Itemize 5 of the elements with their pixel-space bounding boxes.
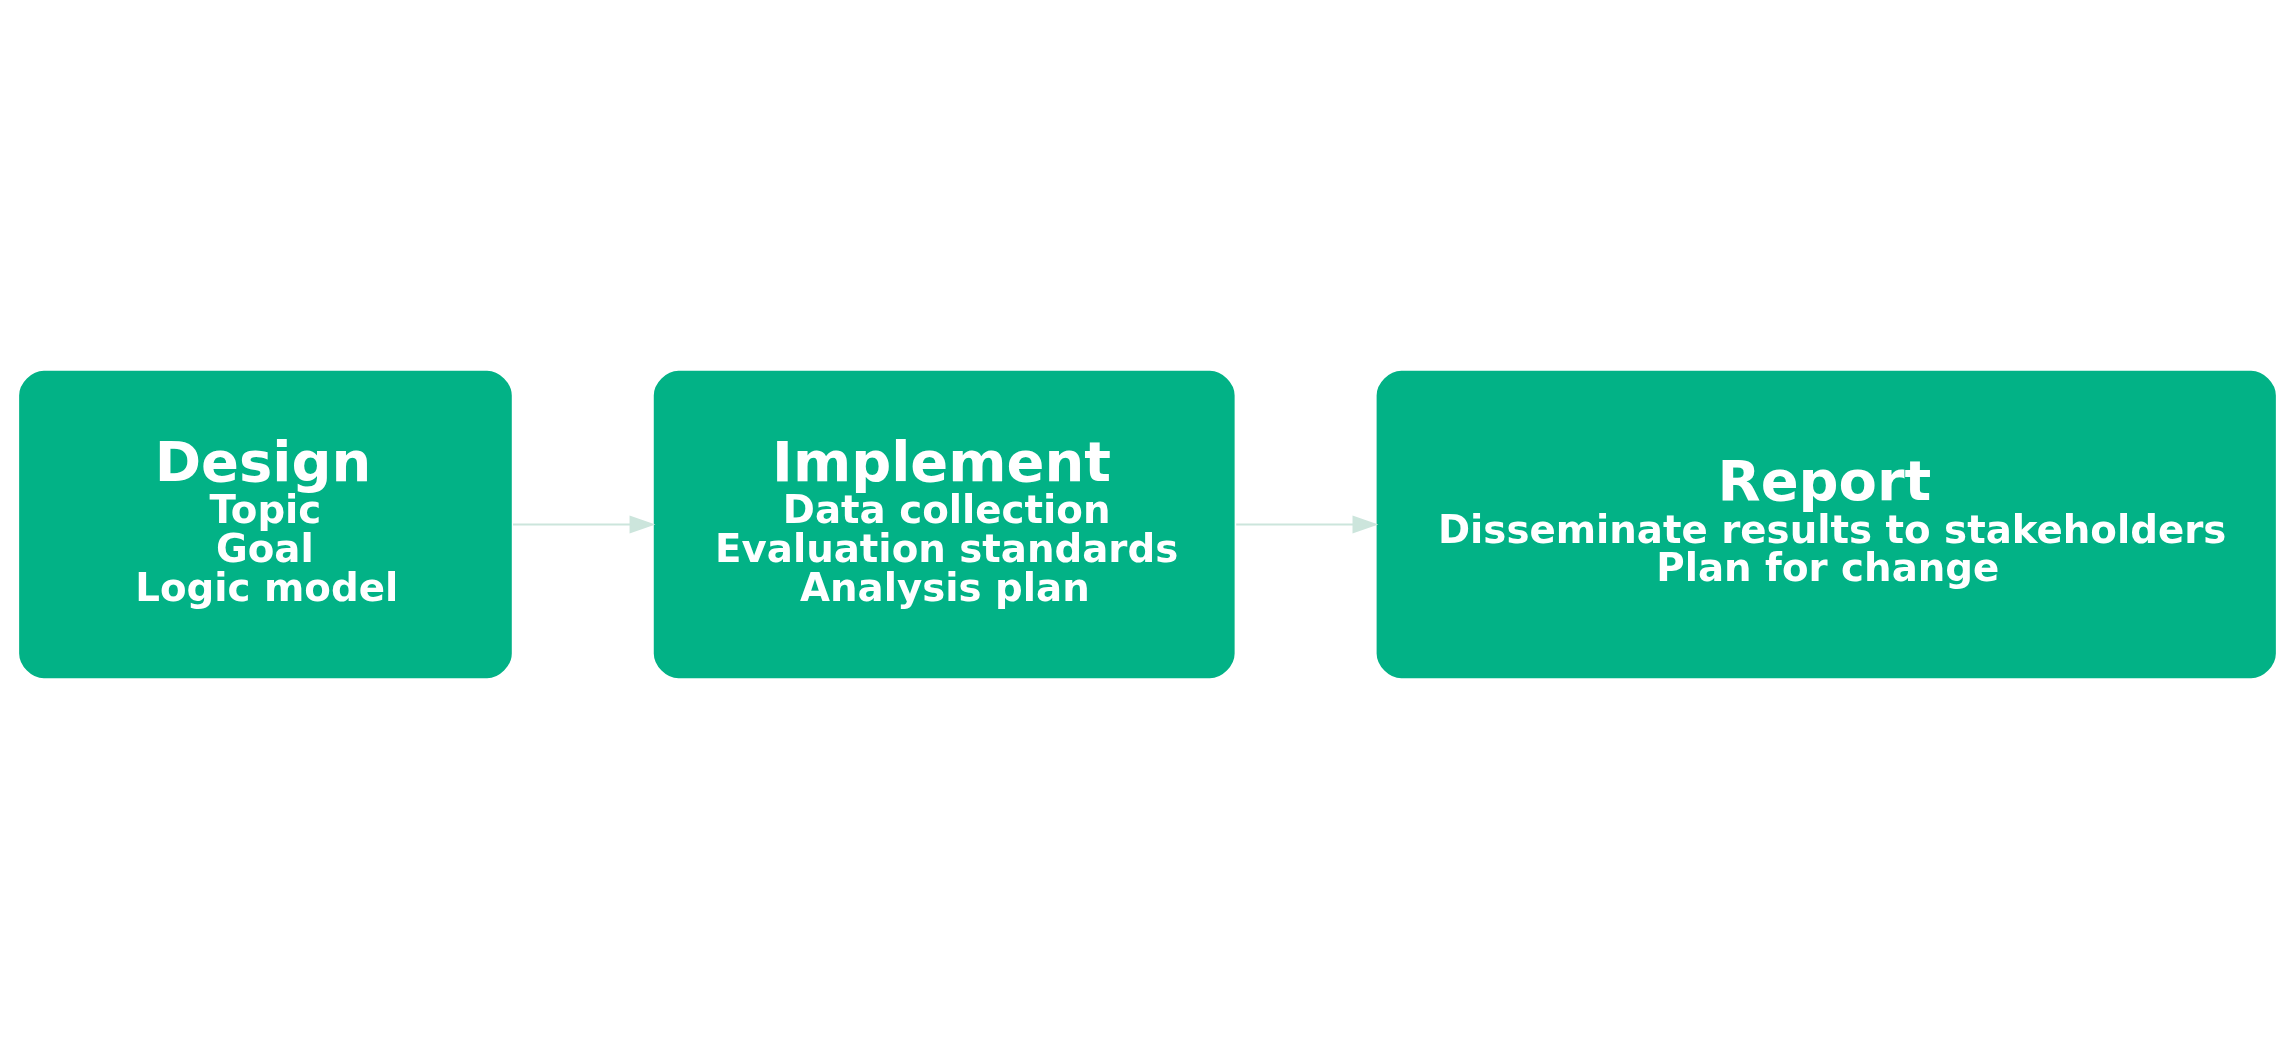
node-box: Implement Data collection Evaluation standards Analysis plan <box>651 368 1237 681</box>
node-box: Report Disseminate results to stakeholders Plan for change <box>1374 368 2278 681</box>
arrow <box>513 515 656 534</box>
node-box: Design Topic Goal Logic model <box>17 368 514 681</box>
arrow <box>1236 515 1379 534</box>
